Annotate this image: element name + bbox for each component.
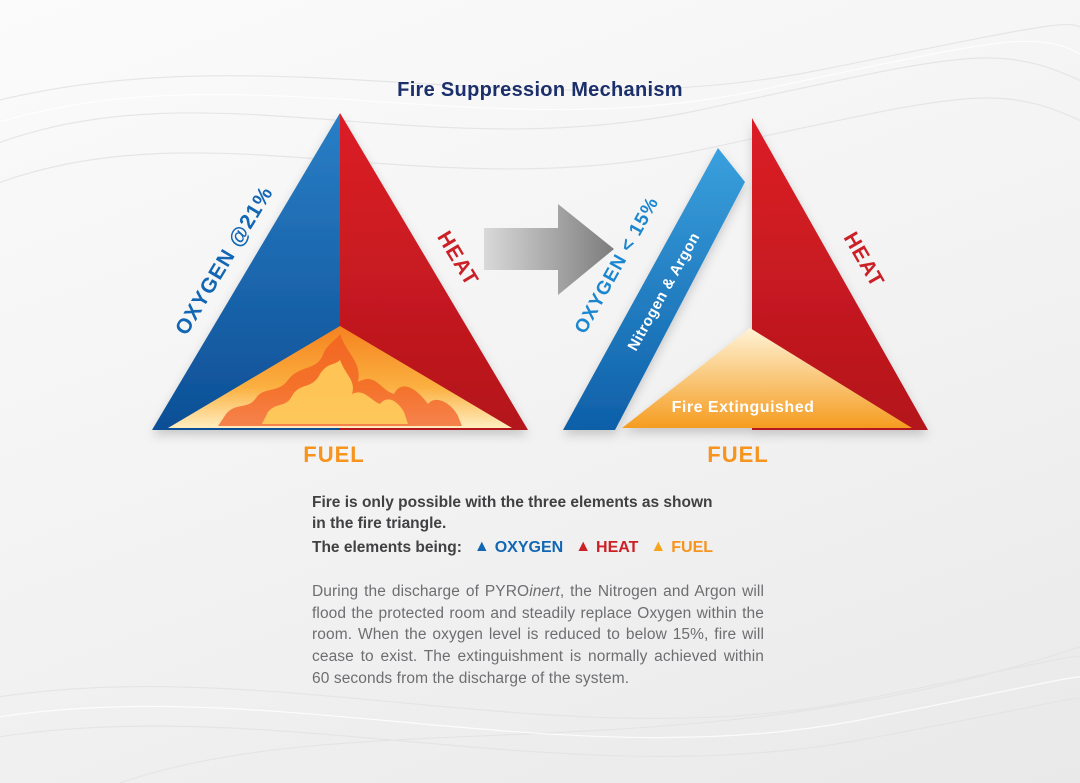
- intro-line-1: Fire is only possible with the three ele…: [312, 494, 713, 511]
- fuel-triangle-icon: ▲: [650, 538, 667, 555]
- left-heat-label: HEAT: [432, 227, 482, 290]
- right-heat-side: [752, 118, 928, 430]
- left-oxygen-side: [152, 113, 340, 430]
- right-extinguished-area: [622, 328, 912, 428]
- oxygen-triangle-icon: ▲: [473, 538, 490, 555]
- right-oxygen-band: [563, 148, 745, 430]
- fire-triangle-diagram: OXYGEN @21% HEAT FUEL OXYGEN < 15% Nitro…: [152, 113, 928, 467]
- legend-item-oxygen: ▲ OXYGEN: [474, 539, 563, 557]
- elements-legend: The elements being: ▲ OXYGEN ▲ HEAT ▲ FU…: [312, 539, 713, 557]
- left-heat-side: [340, 113, 528, 430]
- legend-oxygen-label: OXYGEN: [494, 539, 564, 556]
- left-fuel-label: FUEL: [303, 442, 364, 467]
- legend-item-fuel: ▲ FUEL: [650, 539, 713, 557]
- intro-text: Fire is only possible with the three ele…: [312, 493, 782, 535]
- transition-arrow: [484, 204, 614, 295]
- elements-prefix: The elements being:: [312, 539, 462, 556]
- right-fuel-label: FUEL: [707, 442, 768, 467]
- heat-triangle-icon: ▲: [575, 538, 592, 555]
- flame-inner: [262, 360, 408, 424]
- intro-line-2: in the fire triangle.: [312, 514, 447, 532]
- legend-fuel-label: FUEL: [671, 539, 714, 556]
- paragraph-part-2: , the Nitrogen and Argon will flood the …: [312, 583, 765, 687]
- left-fire-triangle: [152, 113, 528, 430]
- brand-italic: inert: [529, 583, 560, 600]
- legend-heat-label: HEAT: [596, 539, 639, 556]
- right-heat-label: HEAT: [839, 228, 889, 291]
- fire-extinguished-label: Fire Extinguished: [672, 399, 815, 416]
- right-fire-triangle: [563, 118, 928, 430]
- description-paragraph: During the discharge of PYROinert, the N…: [312, 581, 764, 689]
- paragraph-part-1: During the discharge of PYRO: [312, 583, 530, 600]
- page-title: Fire Suppression Mechanism: [397, 79, 683, 101]
- legend-item-heat: ▲ HEAT: [575, 539, 638, 557]
